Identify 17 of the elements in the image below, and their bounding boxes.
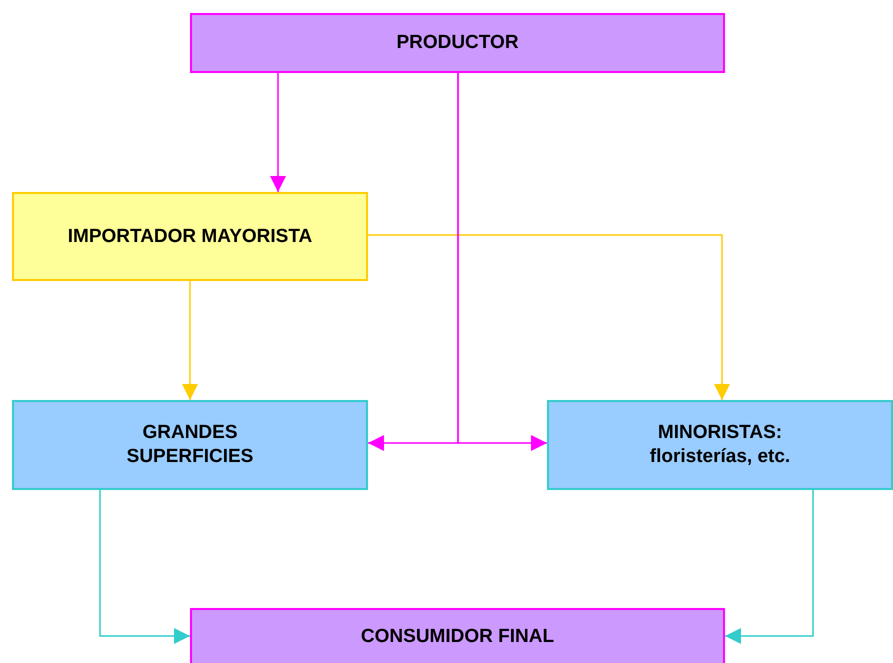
arrow	[270, 73, 286, 192]
box-label: IMPORTADOR MAYORISTA	[68, 224, 312, 248]
arrow	[457, 73, 547, 451]
arrow	[182, 281, 198, 400]
arrow	[725, 490, 814, 644]
process-box	[547, 400, 893, 490]
process-box	[190, 13, 725, 73]
process-box	[190, 608, 725, 663]
box-label: floristerías, etc.	[650, 445, 790, 469]
box-label: MINORISTAS:	[658, 421, 782, 445]
arrow	[99, 490, 190, 644]
box-label: GRANDES SUPERFICIES	[126, 421, 254, 469]
process-box	[12, 192, 368, 281]
arrow	[368, 234, 730, 400]
box-label: PRODUCTOR	[396, 31, 519, 55]
process-box	[12, 400, 368, 490]
box-label: CONSUMIDOR FINAL	[360, 625, 554, 649]
